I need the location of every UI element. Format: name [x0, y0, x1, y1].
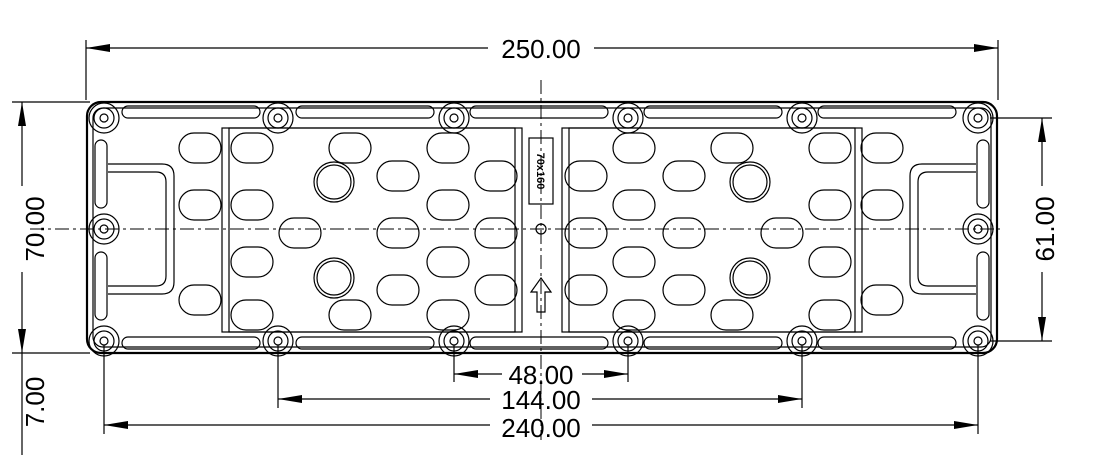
- center-label-box: 70x160: [528, 137, 554, 205]
- oval-cell: [178, 189, 222, 221]
- oval-cell: [808, 189, 852, 221]
- oval-cell: [860, 189, 904, 221]
- oval-cell: [474, 217, 518, 249]
- oval-cell: [808, 246, 852, 278]
- inner-panels: [221, 127, 863, 333]
- oval-cell: [474, 274, 518, 306]
- oval-cell: [426, 299, 470, 331]
- oval-cell: [662, 217, 706, 249]
- oval-cell: [662, 160, 706, 192]
- dim-offset-text: 7.00: [20, 377, 50, 428]
- dim-hole-span-text: 61.00: [1030, 196, 1060, 261]
- oval-cell: [860, 284, 904, 316]
- oval-cell: [612, 132, 656, 164]
- oval-cell: [328, 132, 372, 164]
- oval-cell: [564, 217, 608, 249]
- oval-cell: [612, 189, 656, 221]
- oval-cell: [230, 246, 274, 278]
- oval-cell: [612, 299, 656, 331]
- dim-hole-span: 61.00: [990, 117, 1060, 342]
- oval-cell: [710, 299, 754, 331]
- oval-cell: [808, 299, 852, 331]
- oval-cell: [860, 132, 904, 164]
- rail-slots: [94, 105, 990, 350]
- center-lines: [30, 80, 1000, 440]
- oval-cell: [760, 217, 804, 249]
- oval-cell: [376, 274, 420, 306]
- dim-overall-width: 250.00: [85, 34, 999, 100]
- oval-cell: [426, 189, 470, 221]
- oval-cell: [230, 299, 274, 331]
- oval-cell: [230, 132, 274, 164]
- mounting-holes: [88, 102, 994, 357]
- oval-cells: [178, 132, 904, 331]
- oval-cell: [662, 274, 706, 306]
- oval-cell: [178, 284, 222, 316]
- center-label-text: 70x160: [534, 153, 546, 190]
- oval-cell: [426, 132, 470, 164]
- dim-overall-height: 70.00: [12, 101, 90, 354]
- oval-cell: [376, 217, 420, 249]
- dim-overall-width-text: 250.00: [501, 34, 581, 64]
- oval-cell: [710, 132, 754, 164]
- oval-cell: [278, 217, 322, 249]
- plate-outline: [85, 100, 999, 355]
- oval-cell: [426, 246, 470, 278]
- boss-circles: [313, 161, 771, 299]
- oval-cell: [474, 160, 518, 192]
- oval-cell: [230, 189, 274, 221]
- oval-cell: [178, 132, 222, 164]
- dim-offset: 7.00: [20, 353, 50, 455]
- oval-cell: [564, 160, 608, 192]
- oval-cell: [376, 160, 420, 192]
- oval-cell: [328, 299, 372, 331]
- oval-cell: [564, 274, 608, 306]
- oval-cell: [808, 132, 852, 164]
- oval-cell: [612, 246, 656, 278]
